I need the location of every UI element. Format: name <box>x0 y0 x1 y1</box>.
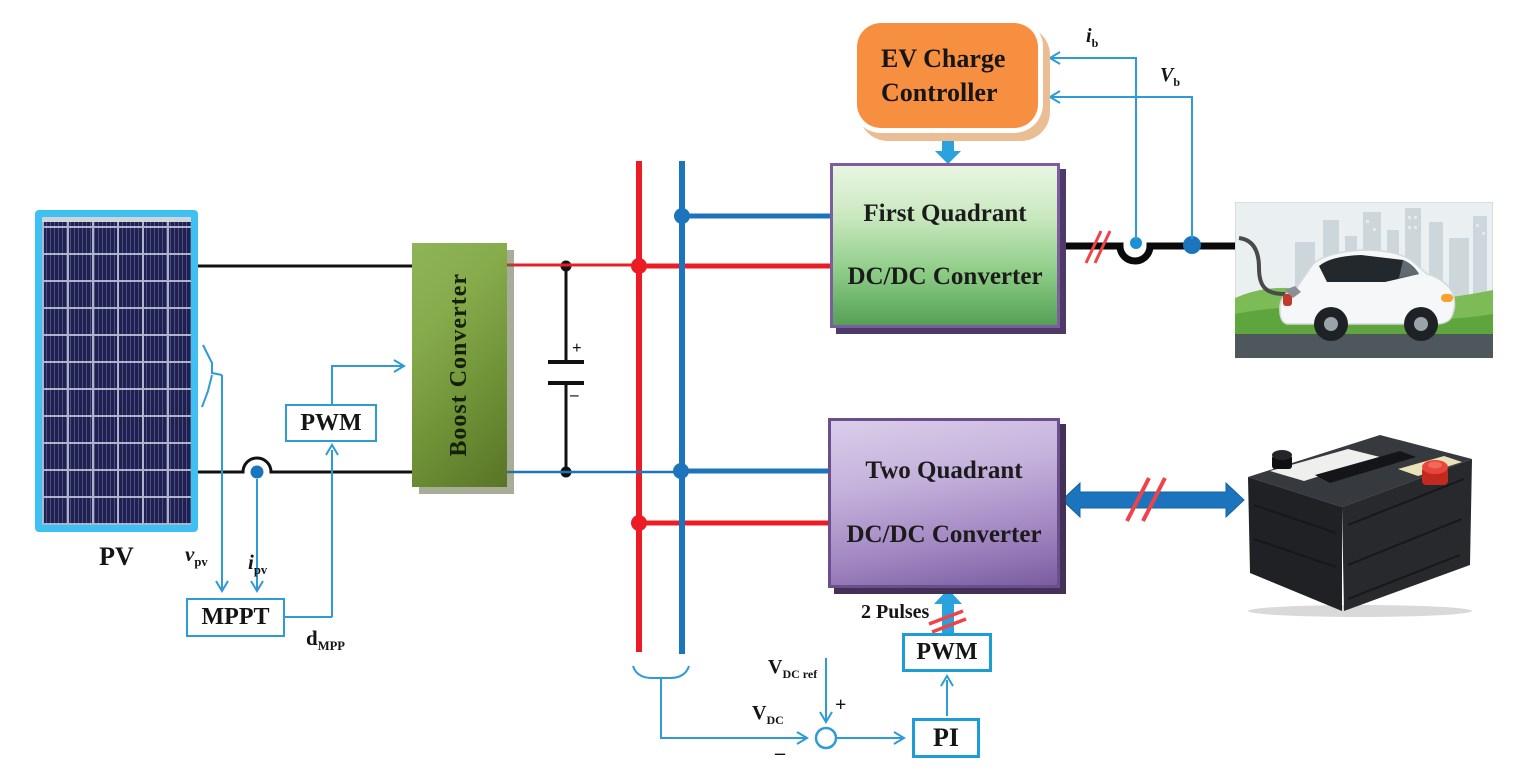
pv-caption-text: PV <box>99 542 134 571</box>
battery-output-wire <box>1060 242 1261 272</box>
mppt-label: MPPT <box>201 604 270 630</box>
boost-converter-block: Boost Converter <box>412 243 507 487</box>
red-dc-lines <box>507 161 830 652</box>
cap-minus-sign: – <box>570 385 579 405</box>
label-v-b: Vb <box>1160 64 1180 90</box>
label-i-pv-sub: pv <box>253 563 268 578</box>
vb-sense-dot <box>1183 236 1201 254</box>
blue-bus-junction-bottom <box>673 463 689 479</box>
red-bus-junction-top <box>631 258 647 274</box>
first-quadrant-label-line2: DC/DC Converter <box>847 262 1043 290</box>
first-quadrant-label-line1: First Quadrant <box>863 200 1027 228</box>
label-v-dc-ref: VDC ref <box>768 656 817 682</box>
label-i-pv-main: i <box>248 550 254 574</box>
pi-label: PI <box>933 723 959 752</box>
pi-block: PI <box>912 718 980 758</box>
wire-break-slashes-car <box>1084 230 1112 264</box>
sum-minus-sign: – <box>775 742 785 765</box>
ev-battery-illustration <box>1248 435 1472 617</box>
charge-port <box>1285 286 1301 298</box>
label-i-b-main: i <box>1086 25 1092 47</box>
car-body <box>1279 249 1456 341</box>
label-v-dc-main: V <box>752 702 767 724</box>
charging-cable <box>1238 236 1286 296</box>
two-quadrant-converter-block: Two Quadrant DC/DC Converter <box>828 418 1060 588</box>
label-i-b-sub: b <box>1091 36 1099 50</box>
battery-terminal-red <box>1422 460 1448 485</box>
pulses-break-slashes <box>928 609 967 634</box>
red-bus-junction-bottom <box>631 515 647 531</box>
sum-minus-text: – <box>775 742 785 764</box>
battery-side-face <box>1342 459 1472 611</box>
tail-light <box>1283 294 1292 306</box>
road <box>1235 334 1493 358</box>
pv-wires <box>198 264 412 474</box>
cap-plus-sign: + <box>572 338 582 358</box>
ev-charge-controller-block: EV Charge Controller <box>857 23 1038 128</box>
battery-shadow <box>1248 605 1472 617</box>
first-quadrant-converter-block: First Quadrant DC/DC Converter <box>830 163 1060 328</box>
label-v-b-main: V <box>1160 64 1174 86</box>
ev-car-illustration <box>1235 202 1493 358</box>
label-d-mpp-sub: MPP <box>317 639 345 654</box>
pv-panel <box>35 210 198 532</box>
cap-minus-text: – <box>570 385 579 404</box>
pwm-mppt-block: PWM <box>285 404 377 442</box>
controller-gate-arrow <box>935 127 961 164</box>
head-light <box>1441 294 1453 302</box>
two-quadrant-label-line1: Two Quadrant <box>865 457 1023 484</box>
battery-label-white <box>1270 449 1380 481</box>
ev-controller-label-line2: Controller <box>881 77 998 107</box>
cap-plus-text: + <box>572 338 582 357</box>
front-hub <box>1414 317 1428 331</box>
car-windshield-glare <box>1399 260 1419 278</box>
label-v-dc-ref-sub: DC ref <box>782 667 818 681</box>
label-v-pv-main: v <box>185 542 195 566</box>
pwm-battery-label: PWM <box>916 639 978 665</box>
label-v-pv-sub: pv <box>194 555 208 570</box>
label-i-pv: ipv <box>248 550 267 578</box>
blue-bus-junction-top <box>674 208 690 224</box>
wire-break-slashes-battery <box>1125 477 1167 522</box>
sum-plus-text: + <box>835 694 847 716</box>
label-two-pulses: 2 Pulses <box>861 601 929 624</box>
label-i-b: ib <box>1086 25 1098 51</box>
car-windows <box>1319 255 1419 282</box>
label-v-dc-ref-main: V <box>768 656 783 678</box>
label-two-pulses-text: 2 Pulses <box>861 601 930 623</box>
pv-panel-top-rail <box>42 217 191 222</box>
battery-grooves <box>1253 478 1465 600</box>
ib-sensor-dot <box>1130 237 1142 249</box>
city-windows <box>1366 216 1485 235</box>
label-v-pv: vpv <box>185 542 208 570</box>
label-d-mpp: dMPP <box>306 626 345 654</box>
blue-dc-lines <box>507 161 830 654</box>
ev-controller-label-line1: EV Charge <box>881 43 1006 73</box>
label-d-mpp-main: d <box>306 626 318 650</box>
mppt-block: MPPT <box>186 598 285 637</box>
sum-plus-sign: + <box>835 694 846 717</box>
dc-link-capacitor <box>548 265 584 472</box>
summing-junction <box>814 726 838 750</box>
pv-caption: PV <box>35 542 198 572</box>
pv-current-sensor-dot <box>250 465 264 479</box>
pwm-battery-block: PWM <box>902 633 992 672</box>
label-v-dc: VDC <box>752 702 784 728</box>
pwm-mppt-label: PWM <box>300 409 362 436</box>
battery-terminal-black <box>1272 450 1292 469</box>
boost-converter-label: Boost Converter <box>446 273 472 457</box>
two-quadrant-label-line2: DC/DC Converter <box>846 521 1042 548</box>
control-wires <box>201 51 1193 745</box>
rear-hub <box>1324 317 1338 331</box>
battery-handle <box>1315 451 1416 483</box>
label-v-b-sub: b <box>1173 75 1181 89</box>
label-v-dc-sub: DC <box>766 713 784 727</box>
